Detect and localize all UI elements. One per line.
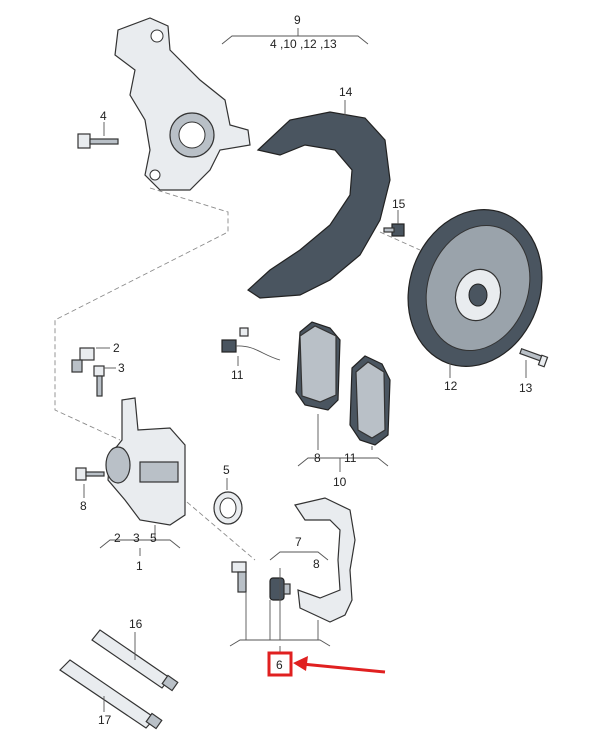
bolt-8: [75, 467, 105, 481]
label-11-pad: 11: [344, 451, 357, 465]
label-13: 13: [519, 381, 533, 395]
label-17: 17: [98, 713, 112, 727]
label-1: 1: [136, 559, 143, 573]
grease-tube-17: [59, 659, 163, 730]
bolt-15: [383, 223, 405, 237]
bolt-4: [77, 133, 119, 149]
bolt-13: [519, 347, 549, 368]
label-12: 12: [444, 379, 458, 393]
brake-pad-outer: [349, 355, 391, 446]
brake-pad-inner: [295, 321, 341, 411]
guide-bolt: [231, 561, 247, 593]
label-10: 10: [333, 475, 347, 489]
label-7: 7: [295, 535, 302, 549]
piston-seal: [213, 491, 243, 525]
label-11-sensor: 11: [231, 368, 244, 382]
steering-knuckle: [114, 17, 251, 191]
label-5-group: 5: [150, 531, 157, 545]
group-bracket-10: [297, 457, 389, 467]
brake-caliper: [105, 397, 186, 526]
caliper-bolt: [93, 365, 105, 397]
splash-shield: [247, 111, 391, 299]
label-9-sub: 4 ,10 ,12 ,13: [270, 37, 337, 51]
wear-sensor: [221, 327, 281, 361]
assembly-guide: [379, 231, 421, 251]
bleeder-valve: [71, 347, 95, 373]
brake-disc: [407, 209, 543, 367]
label-8-bracket: 8: [313, 557, 320, 571]
grease-tube-16: [91, 629, 179, 692]
label-9: 9: [294, 13, 301, 27]
label-3-group: 3: [133, 531, 140, 545]
highlight-arrow-head: [293, 656, 308, 671]
label-8-pad: 8: [314, 451, 321, 465]
assembly-guide: [54, 187, 229, 441]
label-14: 14: [339, 85, 353, 99]
label-3-bleeder: 3: [118, 361, 125, 375]
group-bracket-7: [269, 551, 329, 561]
label-16: 16: [129, 617, 143, 631]
label-4: 4: [100, 109, 107, 123]
label-2-bolt: 2: [113, 341, 120, 355]
assembly-guide: [119, 444, 256, 561]
group-bracket-6: [229, 639, 331, 647]
label-8-bolt: 8: [80, 499, 87, 513]
label-5-seal: 5: [223, 463, 230, 477]
label-15: 15: [392, 197, 406, 211]
guide-sleeve: [269, 577, 291, 601]
label-6: 6: [276, 658, 283, 672]
group-bracket-1: [99, 539, 181, 549]
label-2-group: 2: [114, 531, 121, 545]
group-bracket-9: [221, 35, 369, 45]
highlight-arrow-shaft: [301, 662, 386, 674]
highlight-box: [267, 651, 293, 677]
caliper-bracket: [294, 497, 356, 623]
